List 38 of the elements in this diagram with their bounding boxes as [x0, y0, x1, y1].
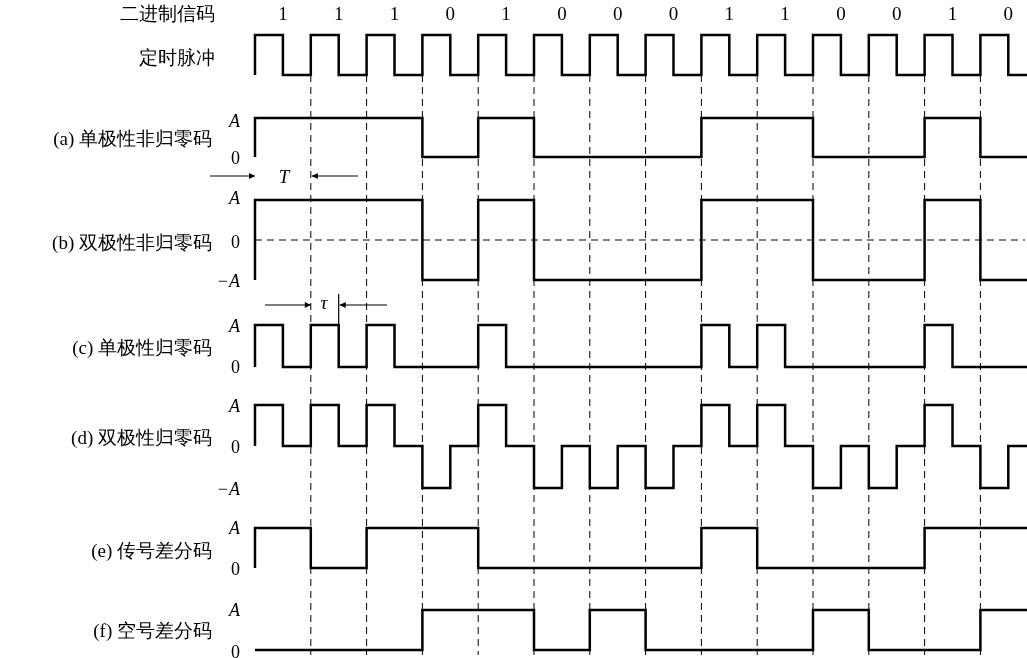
- level-label: A: [229, 519, 240, 537]
- row-label: (b) 双极性非归零码: [52, 232, 212, 252]
- bit-value: 0: [836, 3, 846, 23]
- level-label: A: [229, 397, 240, 415]
- level-label: A: [229, 112, 240, 130]
- bit-value: 0: [1003, 3, 1014, 23]
- bit-value: 1: [947, 3, 958, 23]
- level-label: A: [229, 317, 240, 335]
- level-label: −A: [216, 272, 240, 290]
- row-label: (e) 传号差分码: [91, 540, 212, 560]
- bit-value: 1: [724, 3, 735, 23]
- bit-value: 1: [333, 3, 344, 23]
- bit-value: 1: [389, 3, 400, 23]
- row-label: 定时脉冲: [139, 47, 215, 67]
- bit-value: 0: [612, 3, 623, 23]
- dimension-label: T: [278, 166, 290, 186]
- bit-value: 1: [501, 3, 511, 23]
- dimension-label: τ: [320, 292, 328, 312]
- level-label: 0: [231, 560, 240, 578]
- row-label: (a) 单极性非归零码: [53, 128, 212, 148]
- level-label: 0: [231, 643, 240, 658]
- bit-value: 0: [445, 3, 456, 23]
- bit-value: 0: [668, 3, 679, 23]
- level-label: 0: [231, 233, 240, 251]
- row-label: 二进制信码: [120, 3, 215, 23]
- row-label: (d) 双极性归零码: [71, 427, 212, 447]
- level-label: A: [229, 189, 240, 207]
- bit-value: 1: [780, 3, 790, 23]
- bit-value: 0: [557, 3, 567, 23]
- bit-value: 0: [891, 3, 902, 23]
- level-label: 0: [231, 149, 240, 167]
- level-label: 0: [231, 438, 240, 456]
- bit-value: 1: [278, 3, 288, 23]
- level-label: −A: [216, 480, 240, 498]
- row-label: (c) 单极性归零码: [72, 337, 212, 357]
- level-label: A: [229, 601, 240, 619]
- row-label: (f) 空号差分码: [93, 620, 212, 640]
- level-label: 0: [231, 358, 240, 376]
